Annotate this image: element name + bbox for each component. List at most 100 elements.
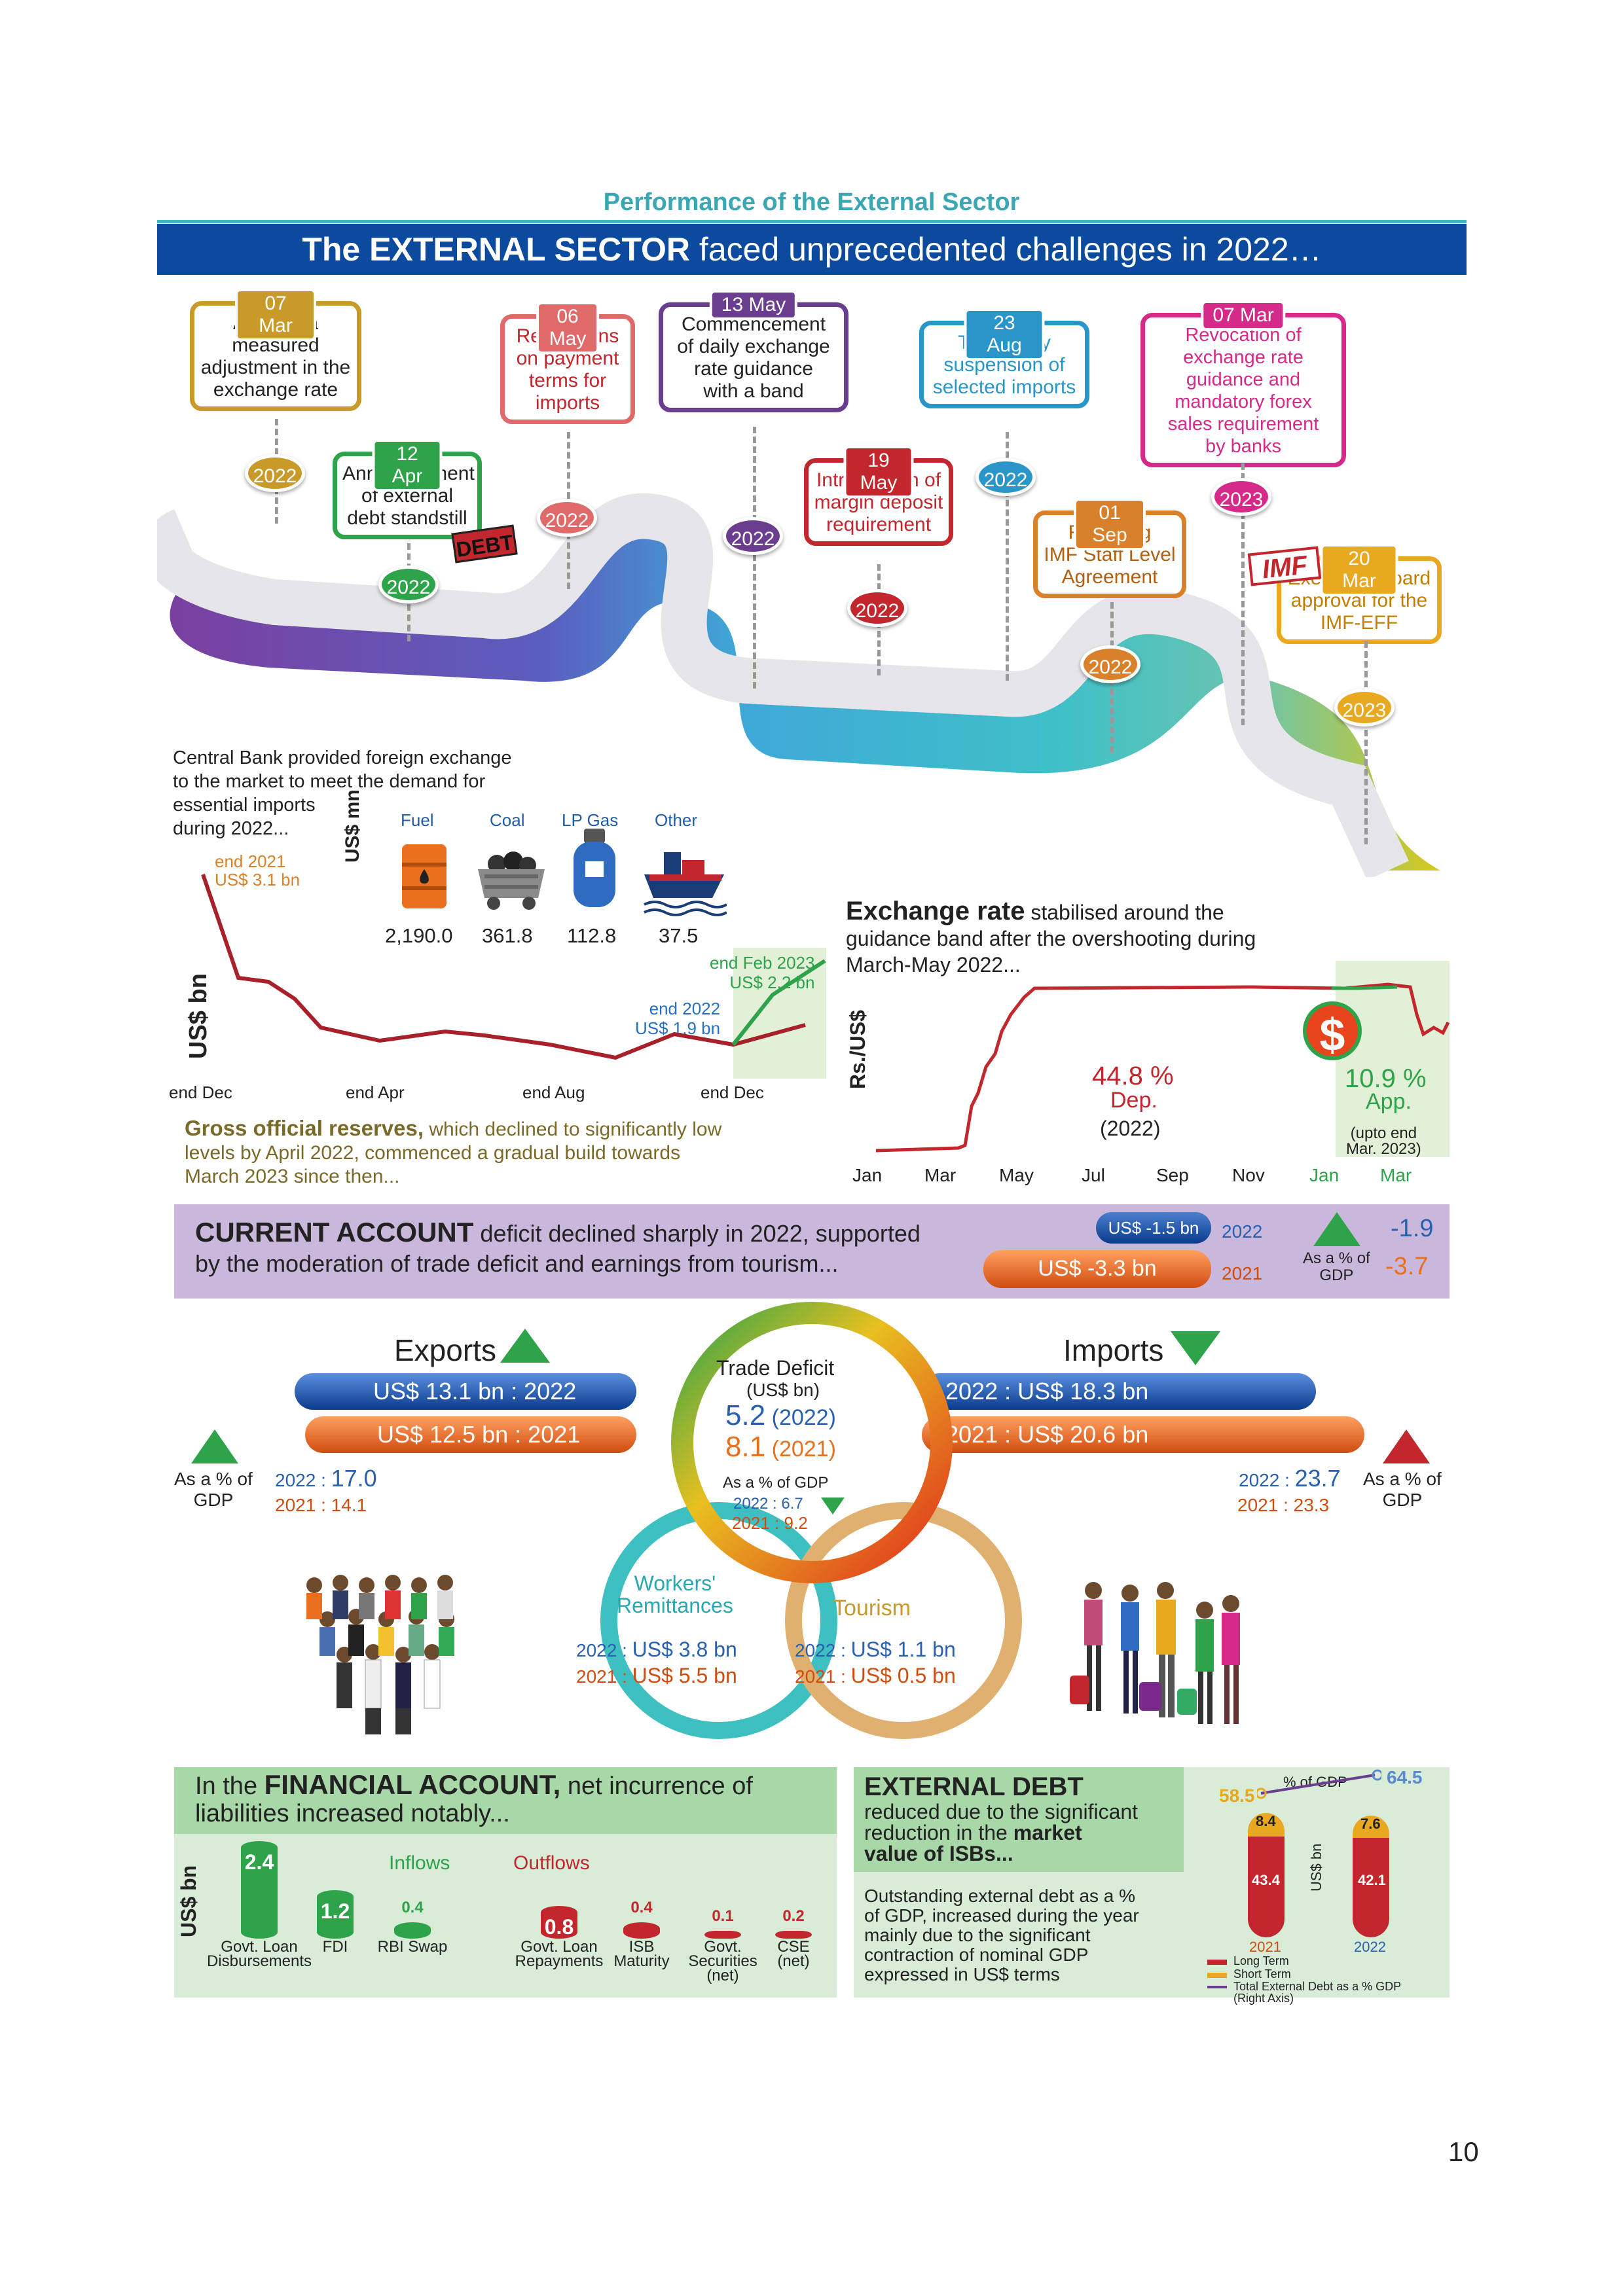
ca-gdp-2021: -3.7 [1385,1253,1429,1280]
debt-ylabel: US$ bn [1308,1843,1324,1892]
dollar-coin-icon: $ [1303,1001,1362,1060]
financial-bar-label: ISB Maturity [613,1938,670,1970]
ca-bold: CURRENT ACCOUNT [195,1217,474,1247]
ca-bar-2022: US$ -1.5 bn [1096,1212,1211,1244]
exports-gdp-2021: 2021 : 14.1 [275,1495,367,1515]
exchange-xtick: Mar [924,1165,957,1185]
timeline-event-1: 07 MarAllowed a measured adjustment in t… [190,289,361,411]
tour-2022-value: US$ 1.1 bn [850,1638,956,1661]
imports-bar-2021: 2021 : US$ 20.6 bn [922,1416,1364,1453]
timeline-connector [753,427,756,689]
year-pin: 2022 [847,589,907,627]
deficit-2022: 5.2 (2022) [725,1399,836,1432]
header-rule [157,220,1467,223]
tour-2021-value: US$ 0.5 bn [850,1664,956,1687]
deficit-gdp-2022: 2022 : 6.7 [733,1495,803,1513]
inflows-label: Inflows [389,1852,450,1874]
deficit-2022-year: (2022) [765,1405,836,1430]
tourism-2021: 2021 : US$ 0.5 bn [795,1664,956,1688]
legend-long: Long Term [1233,1954,1289,1967]
financial-bar-label: Govt. Securities (net) [688,1938,757,1984]
caption-bold: Gross official reserves, [185,1116,424,1140]
item-label: Coal [490,810,525,830]
financial-bar-label: RBI Swap [377,1938,448,1956]
debt-bar-2021 [1248,1813,1285,1937]
exp-gdp-2022-label: 2022 : [275,1470,331,1490]
legend-gdp: Total External Debt as a % GDP (Right Ax… [1233,1980,1402,2005]
exports-title: Exports [394,1333,496,1367]
financial-bar-value: 0.2 [782,1907,805,1925]
imports-down-triangle-icon [1171,1331,1220,1365]
timeline-event-6: 23 AugTemporary suspension of selected i… [919,308,1089,408]
event-date: 07 Mar [235,289,316,341]
tour-2021-label: 2021 : [795,1666,851,1687]
ca-bar-2021: US$ -3.3 bn [983,1250,1211,1288]
exports-up-triangle-icon [500,1329,550,1363]
year-pin: 2022 [1080,645,1140,683]
financial-bar-label: FDI [322,1938,348,1956]
exports-bar-2022: US$ 13.1 bn : 2022 [295,1373,636,1410]
debt-sub-bold: market value of ISBs... [864,1821,1082,1865]
section-kicker: Performance of the External Sector [603,188,1020,216]
timeline-event-3: 06 MayRestrictions on payment terms for … [500,302,635,424]
remit-2021-value: US$ 5.5 bn [632,1664,737,1687]
debt-lt-2021: 43.4 [1252,1872,1280,1888]
event-date: 01 Sep [1074,498,1146,550]
exchange-xtick: Nov [1232,1165,1265,1185]
timeline-event-2: 12 AprAnnouncement of external debt stan… [333,439,482,539]
gas-cylinder-icon [574,829,615,907]
debt-sub-text: reduced due to the significant reduction… [864,1800,1139,1844]
remittances-2021: 2021 : US$ 5.5 bn [576,1664,737,1688]
imports-gdp-2022: 2022 : 23.7 [1239,1465,1341,1492]
depreciation-value: 44.8 % [1092,1062,1174,1090]
banner-text: faced unprecedented challenges in 2022… [690,231,1322,268]
caption-text: which declined to significantly low leve… [185,1119,722,1187]
financial-bar [704,1931,741,1939]
deficit-2021: 8.1 (2021) [725,1431,836,1463]
year-pin: 2022 [723,517,783,555]
timeline-event-9: 20 MarExecutive Board approval for the I… [1277,544,1442,644]
exchange-xtick: Jan [1309,1165,1340,1185]
deficit-gdp-2021: 2021 : 9.2 [732,1513,808,1533]
financial-bar-value: 1.2 [320,1899,350,1923]
exchange-xtick: May [999,1165,1034,1185]
exports-gdp-label: As a % of GDP [174,1469,253,1510]
financial-bar-value: 0.4 [401,1899,424,1917]
fin-rest: net incurrence of liabilities increased … [195,1772,753,1827]
item-value: 361.8 [482,924,533,947]
event-date: 07 Mar [1201,300,1286,331]
exchange-xtick: Mar [1380,1165,1412,1185]
depreciation-year: (2022) [1100,1117,1161,1140]
exchange-title-text: stabilised around the guidance band afte… [846,901,1256,977]
banner-bold: The EXTERNAL SECTOR [302,231,691,268]
event-text: Commencement of daily exchange rate guid… [677,314,830,402]
event-date: 12 Apr [372,439,443,492]
financial-bar-label: Govt. Loan Disbursements [206,1938,312,1970]
deficit-title: Trade Deficit [716,1356,835,1380]
debt-lt-2022: 42.1 [1358,1872,1386,1888]
usmn-axis-label: US$ mn [342,789,363,863]
exchange-rate-chart [875,982,1450,1153]
debt-gdp-2021: 58.5 [1219,1785,1255,1806]
legend-swatch-gdp [1207,1986,1227,1988]
imp-gdp-2022-value: 23.7 [1294,1465,1341,1492]
debt-year-2021: 2021 [1249,1939,1281,1955]
fin-lead: In the [195,1772,264,1800]
reserves-xtick: end Aug [522,1083,585,1102]
cargo-ship-icon [644,852,727,916]
timeline-connector [1364,641,1368,844]
tour-2022-label: 2022 : [795,1640,851,1660]
page-number: 10 [1448,2136,1479,2167]
year-pin: 2022 [976,458,1036,496]
current-account-text: CURRENT ACCOUNT deficit declined sharply… [195,1217,921,1279]
appreciation-note: (upto end Mar. 2023) [1346,1124,1421,1158]
tourism-title: Tourism [833,1596,911,1621]
financial-bar-value: 2.4 [244,1850,274,1874]
debt-body: Outstanding external debt as a % of GDP,… [864,1886,1139,1984]
appreciation-highlight [1336,961,1450,1157]
debt-st-2022: 7.6 [1360,1816,1381,1832]
debt-gdp-line [1257,1769,1381,1799]
remit-2021-label: 2021 : [576,1666,632,1687]
financial-bar [541,1906,577,1939]
